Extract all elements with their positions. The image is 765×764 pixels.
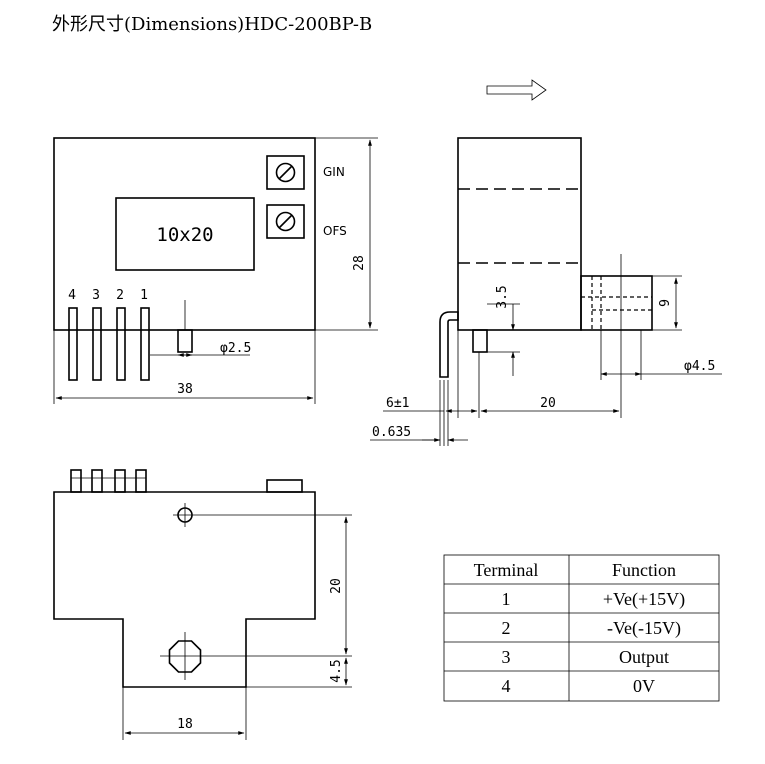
table-row-function: Output bbox=[619, 647, 669, 667]
pin-number-1: 1 bbox=[140, 288, 148, 303]
side-body bbox=[457, 137, 582, 331]
window-size-label: 10x20 bbox=[156, 224, 213, 246]
pin-4 bbox=[68, 307, 78, 381]
front-width-dim: 38 bbox=[177, 382, 193, 397]
gain-trimmer-screw-icon bbox=[275, 162, 296, 183]
table-row-terminal: 4 bbox=[502, 676, 511, 696]
bottom-hole-offset-dim: 4.5 bbox=[329, 659, 344, 682]
table-header-terminal: Terminal bbox=[474, 560, 539, 580]
table-row-function: -Ve(-15V) bbox=[607, 618, 681, 639]
connector-distance-dim: 20 bbox=[540, 396, 556, 411]
mounting-pin bbox=[177, 329, 193, 353]
table-row-function: 0V bbox=[633, 676, 655, 696]
side-connector bbox=[580, 275, 653, 331]
current-direction-arrow bbox=[486, 79, 547, 101]
side-view: 9 φ4.5 3.5 6±1 20 0.635 bbox=[370, 137, 722, 446]
aperture-window bbox=[115, 197, 255, 271]
bottom-pin-4 bbox=[70, 469, 82, 493]
gain-trimmer bbox=[266, 155, 305, 190]
pin-offset-dim: 6±1 bbox=[386, 396, 409, 411]
front-height-dim: 28 bbox=[352, 255, 367, 271]
bottom-connector bbox=[266, 479, 303, 493]
table-row-terminal: 2 bbox=[502, 618, 511, 638]
pin-number-3: 3 bbox=[92, 288, 100, 303]
bent-pin bbox=[439, 311, 459, 378]
pin-number-4: 4 bbox=[68, 288, 76, 303]
bottom-hole-spacing-dim: 20 bbox=[329, 578, 344, 594]
table-row-terminal: 1 bbox=[502, 589, 511, 609]
pin-2 bbox=[116, 307, 126, 381]
connector-height-dim: 9 bbox=[658, 299, 673, 307]
page-title: 外形尺寸(Dimensions)HDC-200BP-B bbox=[52, 14, 373, 35]
bottom-pin-1 bbox=[135, 469, 147, 493]
side-mounting-pin bbox=[472, 329, 488, 353]
terminal-table: Terminal Function 1 +Ve(+15V) 2 -Ve(-15V… bbox=[443, 554, 720, 702]
pin-diameter-dim: φ2.5 bbox=[220, 341, 251, 356]
bottom-pin-3 bbox=[91, 469, 103, 493]
offset-trimmer-screw-icon bbox=[275, 211, 296, 232]
table-header-function: Function bbox=[612, 560, 676, 580]
pin-3 bbox=[92, 307, 102, 381]
table-row-terminal: 3 bbox=[502, 647, 511, 667]
front-view: 10x20 GIN OFS 4 3 2 1 φ2.5 28 bbox=[53, 137, 378, 404]
hole-diameter-dim: φ4.5 bbox=[684, 359, 715, 374]
table-row-function: +Ve(+15V) bbox=[603, 589, 685, 610]
pin-1 bbox=[140, 307, 150, 381]
bottom-view: 20 4.5 18 bbox=[53, 469, 352, 740]
pin-number-2: 2 bbox=[116, 288, 124, 303]
pin-thickness-dim: 0.635 bbox=[372, 425, 411, 440]
offset-trimmer bbox=[266, 204, 305, 239]
mounting-hole-icon bbox=[168, 640, 202, 673]
pin-length-dim: 3.5 bbox=[495, 285, 510, 308]
ofs-label: OFS bbox=[323, 224, 347, 238]
bottom-width-dim: 18 bbox=[177, 717, 193, 732]
bottom-pin-2 bbox=[114, 469, 126, 493]
gin-label: GIN bbox=[323, 165, 345, 179]
